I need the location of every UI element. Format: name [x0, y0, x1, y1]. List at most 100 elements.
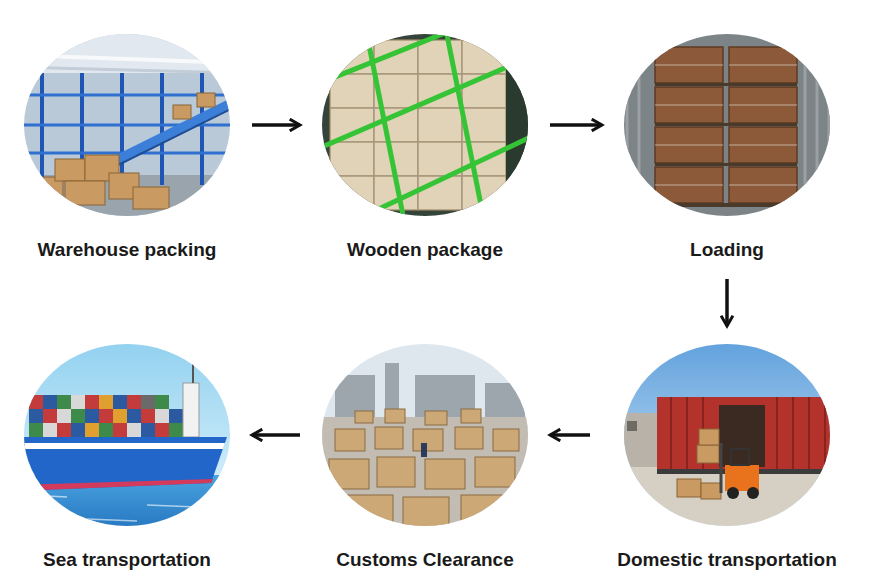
customs-yard-photo-part [377, 457, 415, 487]
warehouse-photo-part [173, 105, 191, 119]
step-label: Warehouse packing [24, 238, 230, 261]
wrapped-pallet-photo-part [506, 40, 528, 215]
wrapped-pallet-photo-part [445, 25, 485, 225]
photo-node: Wooden package [322, 34, 528, 261]
photo-node: Customs Clearance [322, 344, 528, 571]
container-ship-photo-part [141, 395, 155, 409]
warehouse-photo-part [197, 93, 215, 107]
container-loading-photo-part [828, 25, 831, 225]
customs-yard-photo-part [485, 383, 525, 419]
rail-wagon-photo-part [624, 413, 658, 467]
container-ship-photo-part [87, 519, 137, 521]
warehouse-photo-part [102, 106, 237, 173]
container-loading-photo-part [655, 87, 723, 123]
wrapped-pallet-photo-part [315, 25, 535, 225]
rail-wagon-photo-part [701, 483, 721, 499]
wrapped-pallet-photo-part [330, 40, 506, 210]
warehouse-photo-part [120, 73, 124, 185]
photo-node: Warehouse packing [24, 34, 230, 261]
wrapped-pallet-photo-part [345, 135, 535, 225]
container-ship-photo-part [29, 395, 43, 409]
warehouse-photo-part [17, 25, 237, 235]
warehouse-photo-part [160, 73, 164, 185]
container-loading-photo-part [617, 25, 837, 225]
warehouse-photo-part [17, 55, 237, 63]
warehouse-photo-part [55, 159, 85, 181]
container-ship-photo-part [99, 409, 113, 423]
customs-yard-photo-part [455, 427, 483, 449]
container-ship-photo-part [183, 383, 199, 437]
container-ship-photo-part [17, 437, 227, 491]
container-loading-photo [617, 25, 837, 225]
wrapped-pallet-photo-part [365, 25, 405, 225]
customs-yard-photo-part [345, 495, 393, 529]
customs-yard-photo-part [413, 429, 443, 451]
container-loading-photo-part [655, 203, 797, 207]
photo-area [24, 344, 230, 548]
customs-yard-photo-part [385, 409, 405, 423]
wrapped-pallet-photo [315, 25, 535, 225]
customs-yard-photo-part [355, 411, 373, 423]
container-loading-photo-part [655, 105, 723, 106]
container-ship-photo-part [113, 423, 127, 437]
rail-wagon-photo-part [824, 397, 826, 469]
customs-yard-photo-part [425, 411, 447, 425]
rail-wagon-photo-part [731, 449, 749, 465]
container-ship-photo-part [29, 395, 183, 437]
wrapped-pallet-photo-part [315, 55, 535, 150]
container-loading-photo-part [655, 83, 797, 86]
customs-yard-photo-part [335, 429, 365, 451]
container-ship-photo-part [141, 409, 155, 423]
customs-yard-photo-part [421, 443, 427, 457]
container-ship-photo-part [99, 395, 113, 409]
container-ship-photo-part [57, 423, 71, 437]
rail-wagon-photo-part [727, 487, 739, 499]
rail-wagon-photo-part [670, 397, 672, 469]
step-label: Wooden package [322, 238, 528, 261]
container-ship-photo-part [192, 360, 194, 383]
customs-yard-photo-part [461, 495, 509, 529]
rail-wagon-photo-part [747, 487, 759, 499]
container-ship-photo-part [127, 409, 141, 423]
step-label: Sea transportation [24, 548, 230, 571]
rail-wagon-photo-part [719, 405, 765, 467]
flow-arrow [550, 123, 602, 127]
container-loading-photo-part [655, 65, 797, 185]
rail-wagon-photo-part [792, 397, 794, 469]
container-loading-photo-part [655, 47, 723, 83]
rail-wagon-photo-part [617, 335, 837, 545]
step-label: Loading [624, 238, 830, 261]
container-ship-photo-part [85, 409, 99, 423]
container-loading-photo-part [804, 25, 807, 225]
rail-wagon-photo-part [686, 397, 688, 469]
warehouse-photo-part [40, 73, 44, 185]
container-loading-photo-part [729, 105, 797, 106]
container-ship-photo-part [141, 423, 155, 437]
wrapped-pallet-photo-part [315, 25, 535, 225]
container-ship-photo-part [27, 495, 197, 521]
container-ship-photo-part [85, 395, 99, 409]
container-ship-photo-part [17, 443, 225, 449]
container-ship-photo-part [43, 423, 57, 437]
container-ship-photo-part [155, 423, 169, 437]
customs-yard-photo-part [461, 409, 481, 423]
flow-arrow [252, 433, 300, 437]
container-loading-photo-part [729, 127, 797, 163]
container-loading-photo-part [655, 167, 723, 203]
container-ship-photo-part [43, 395, 57, 409]
customs-yard-photo-part [329, 409, 519, 531]
customs-yard-photo-part [329, 459, 369, 489]
container-loading-photo-part [729, 185, 797, 186]
customs-yard-photo-part [315, 417, 535, 537]
container-ship-photo-part [99, 423, 113, 437]
container-ship-photo-part [29, 409, 43, 423]
container-loading-photo-part [729, 87, 797, 123]
container-ship-photo-part [17, 475, 237, 545]
container-loading-photo-part [655, 145, 723, 146]
customs-yard-photo-part [493, 429, 519, 451]
container-loading-photo-part [729, 145, 797, 146]
